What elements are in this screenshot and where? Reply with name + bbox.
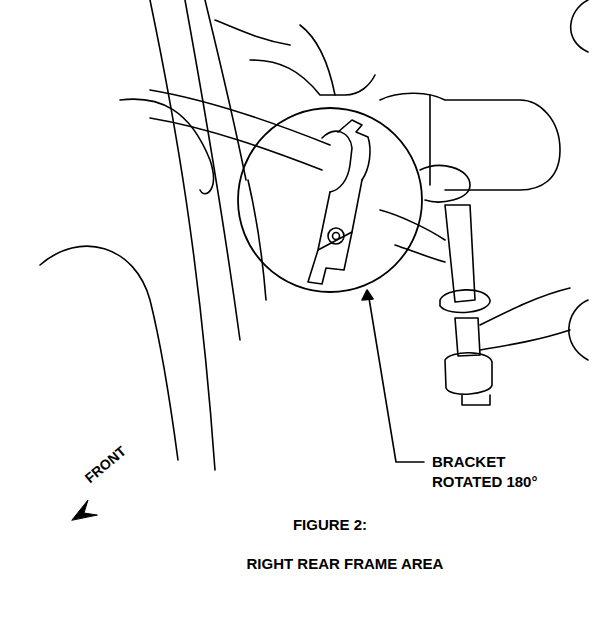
figure-caption: RIGHT REAR FRAME AREA <box>247 555 444 572</box>
figure-title: FIGURE 2: <box>293 516 367 533</box>
direction-label: FRONT <box>82 443 129 486</box>
callout-label: BRACKET ROTATED 180° <box>432 452 552 491</box>
